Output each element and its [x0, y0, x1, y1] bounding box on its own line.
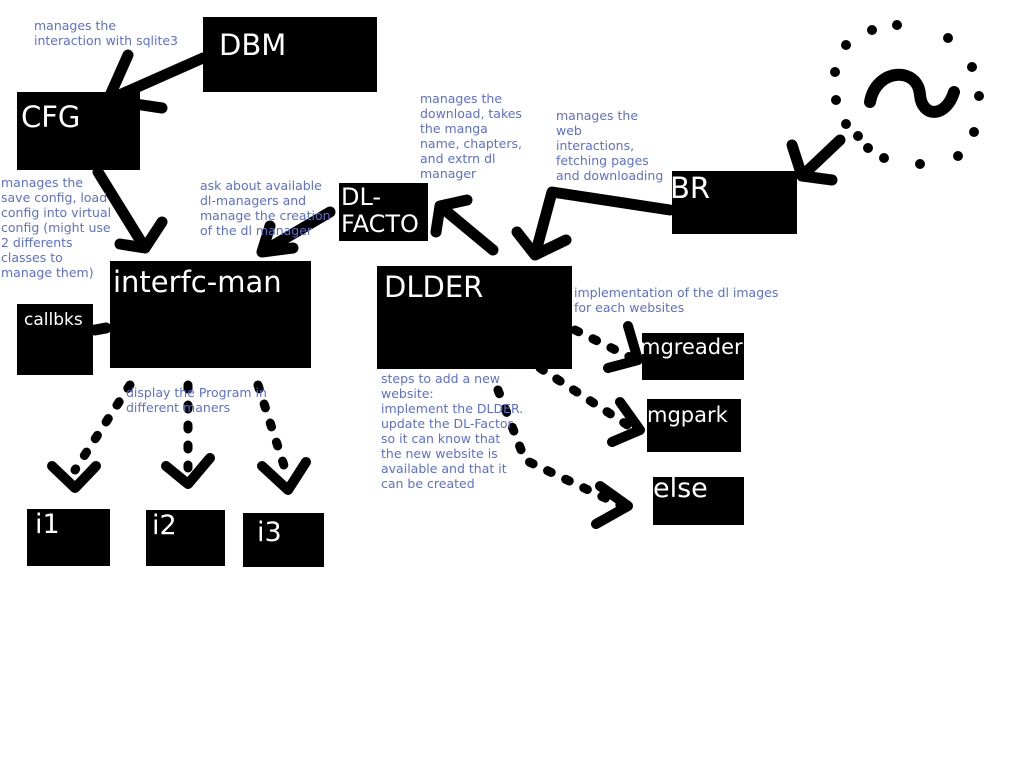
arrowhead-else [591, 481, 633, 529]
i1-box: i1 [27, 509, 110, 566]
mgpark-box: mgpark [647, 399, 741, 452]
dotted-arrow-dlder-to-else [493, 385, 625, 510]
dotted-arrow-dlder-to-mgreader [570, 325, 637, 363]
unknown-source-dots [830, 20, 984, 169]
mgpark-label: mgpark [647, 403, 728, 427]
dl-facto-label: DL- FACTO [341, 183, 419, 238]
dlder-box: DLDER [377, 266, 572, 369]
interfc-note: ask about available dl-managers and mana… [200, 178, 331, 238]
dlder-label: DLDER [384, 270, 484, 304]
mgreader-label: mgreader [642, 335, 743, 359]
br-note: manages the web interactions, fetching p… [556, 108, 664, 183]
arrow-br-to-dlder [511, 186, 676, 261]
arrow-unknown-to-br [786, 134, 846, 186]
i3-label: i3 [257, 517, 282, 548]
i2-label: i2 [152, 510, 177, 541]
arrowhead-mgpark [607, 397, 645, 447]
cfg-note: manages the save config, load config int… [1, 175, 112, 280]
steps-note: steps to add a new website: implement th… [381, 371, 524, 491]
callbks-box: callbks [17, 304, 93, 375]
else-label: else [653, 477, 708, 504]
unknown-source-squiggle [864, 68, 960, 118]
br-box: BR [672, 171, 797, 234]
dbm-box: DBM [203, 17, 377, 92]
br-label: BR [672, 171, 711, 205]
cfg-box: CFG [17, 92, 140, 170]
dotted-arrow-interfc-to-i3 [253, 380, 293, 483]
cfg-label: CFG [21, 100, 81, 134]
dotted-arrow-dlder-to-mgpark [535, 363, 637, 433]
arrowhead-mgreader [603, 321, 643, 373]
mgreader-box: mgreader [642, 333, 744, 380]
interfc-man-box: interfc-man [110, 261, 311, 368]
dl-facto-note: manages the download, takes the manga na… [420, 91, 523, 181]
callbks-label: callbks [24, 310, 83, 330]
else-box: else [653, 477, 744, 525]
dotted-arrow-interfc-to-i1 [70, 380, 135, 475]
interfc-man-label: interfc-man [113, 265, 282, 299]
arrowhead-i1 [47, 461, 101, 493]
arrowhead-i2 [161, 453, 215, 489]
arrowhead-i3 [257, 457, 311, 495]
dbm-label: DBM [219, 28, 287, 62]
implementation-note: implementation of the dl images for each… [574, 285, 779, 315]
display-note: display the Program in different maners [126, 385, 267, 415]
arrow-dlder-to-dlfacto [430, 194, 499, 256]
dbm-note: manages the interaction with sqlite3 [34, 18, 179, 48]
arrow-callbks-to-interfc [89, 322, 112, 336]
dl-facto-box: DL- FACTO [339, 183, 428, 241]
arrow-cfg-to-interfc [92, 166, 168, 254]
i3-box: i3 [243, 513, 324, 567]
i1-label: i1 [35, 509, 60, 540]
i2-box: i2 [146, 510, 225, 566]
arrow-dlfacto-to-interfc [256, 206, 336, 258]
